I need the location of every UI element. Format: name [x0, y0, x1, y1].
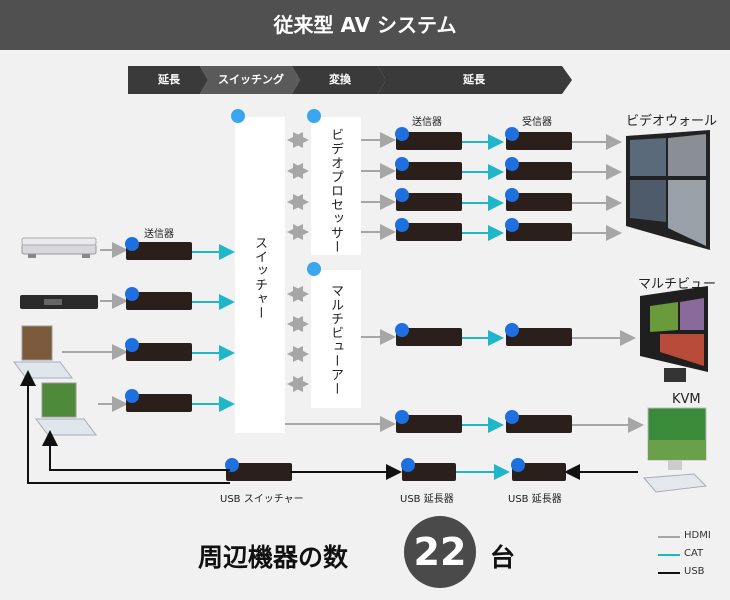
- receiver-6: [505, 410, 572, 433]
- receiver-2: [505, 157, 572, 180]
- switcher-label: スイッチャー: [252, 236, 267, 320]
- device-count-title: 周辺機器の数: [198, 543, 349, 572]
- left-transmitter-3: [125, 338, 192, 361]
- player-device-1: [21, 237, 97, 258]
- kvm-monitor: [642, 407, 708, 493]
- phase-arrow-switching: [200, 66, 300, 94]
- led-icon: [505, 218, 519, 232]
- phase-label-extend-1: 延長: [158, 73, 180, 86]
- legend-cat-line: [658, 554, 680, 556]
- phase-arrow-convert: [292, 66, 386, 94]
- multi-view-label: マルチビュー: [638, 277, 717, 292]
- box-marker-icon-2: [307, 109, 321, 123]
- led-icon: [505, 323, 519, 337]
- led-icon: [505, 127, 519, 141]
- led-icon: [225, 458, 239, 472]
- diagram-title: 従来型 AV システム: [0, 0, 730, 50]
- box-marker-icon-1: [231, 109, 245, 123]
- led-icon: [505, 157, 519, 171]
- right-transmitter-3: [395, 188, 462, 211]
- receiver-5: [505, 323, 572, 346]
- usb-extender-label-1: USB 延長器: [400, 494, 454, 505]
- led-icon: [401, 458, 415, 472]
- multiviewer-label: マルチビューアー: [328, 284, 343, 396]
- receiver-3: [505, 188, 572, 211]
- led-icon: [505, 410, 519, 424]
- right-transmitter-6: [395, 410, 462, 433]
- led-icon: [395, 188, 409, 202]
- led-icon: [125, 287, 139, 301]
- left-transmitter-1: [125, 237, 192, 260]
- right-transmitter-4: [395, 218, 462, 241]
- led-icon: [511, 458, 525, 472]
- box-marker-icon-3: [307, 262, 321, 276]
- usb-extender-2: [511, 458, 566, 481]
- usb-switcher: [225, 458, 292, 481]
- led-icon: [125, 237, 139, 251]
- led-icon: [395, 323, 409, 337]
- receiver-1: [505, 127, 572, 150]
- legend-usb-line: [658, 572, 680, 574]
- phase-arrow-extend-1: [128, 66, 208, 94]
- phase-label-convert: 変換: [329, 73, 351, 86]
- right-transmitter-label: 送信器: [412, 117, 442, 128]
- usb-extender-label-2: USB 延長器: [508, 494, 562, 505]
- player-device-2: [20, 295, 98, 309]
- multiviewer-box: [311, 270, 361, 408]
- video-wall-display: [626, 130, 710, 250]
- phase-label-switching: スイッチング: [218, 73, 284, 86]
- receiver-label: 受信器: [522, 117, 552, 128]
- usb-switcher-label: USB スイッチャー: [220, 494, 304, 505]
- led-icon: [505, 188, 519, 202]
- legend-hdmi-text: HDMI: [684, 530, 711, 541]
- left-transmitter-4: [125, 389, 192, 412]
- led-icon: [395, 157, 409, 171]
- multiview-monitor: [640, 286, 708, 382]
- video-wall-label: ビデオウォール: [626, 114, 718, 129]
- left-transmitter-2: [125, 287, 192, 310]
- led-icon: [395, 410, 409, 424]
- led-icon: [125, 389, 139, 403]
- kvm-label: KVM: [672, 392, 701, 407]
- right-transmitter-5: [395, 323, 462, 346]
- right-transmitter-2: [395, 157, 462, 180]
- right-transmitter-1: [395, 127, 462, 150]
- left-transmitter-label: 送信器: [144, 229, 174, 240]
- device-count-value: 22: [404, 516, 476, 588]
- phase-arrow-extend-2: [378, 66, 572, 94]
- switcher-box: [235, 117, 285, 433]
- legend-hdmi-line: [658, 536, 680, 538]
- legend-usb-text: USB: [684, 566, 705, 577]
- video-processor-label: ビデオプロセッサー: [328, 128, 343, 254]
- legend-cat-text: CAT: [684, 548, 704, 559]
- video-processor-box: [311, 117, 361, 255]
- device-count-unit: 台: [490, 543, 516, 572]
- phase-label-extend-2: 延長: [463, 73, 485, 86]
- led-icon: [125, 338, 139, 352]
- laptop-2: [35, 382, 97, 436]
- receiver-4: [505, 218, 572, 241]
- led-icon: [395, 127, 409, 141]
- usb-extender-1: [401, 458, 456, 481]
- led-icon: [395, 218, 409, 232]
